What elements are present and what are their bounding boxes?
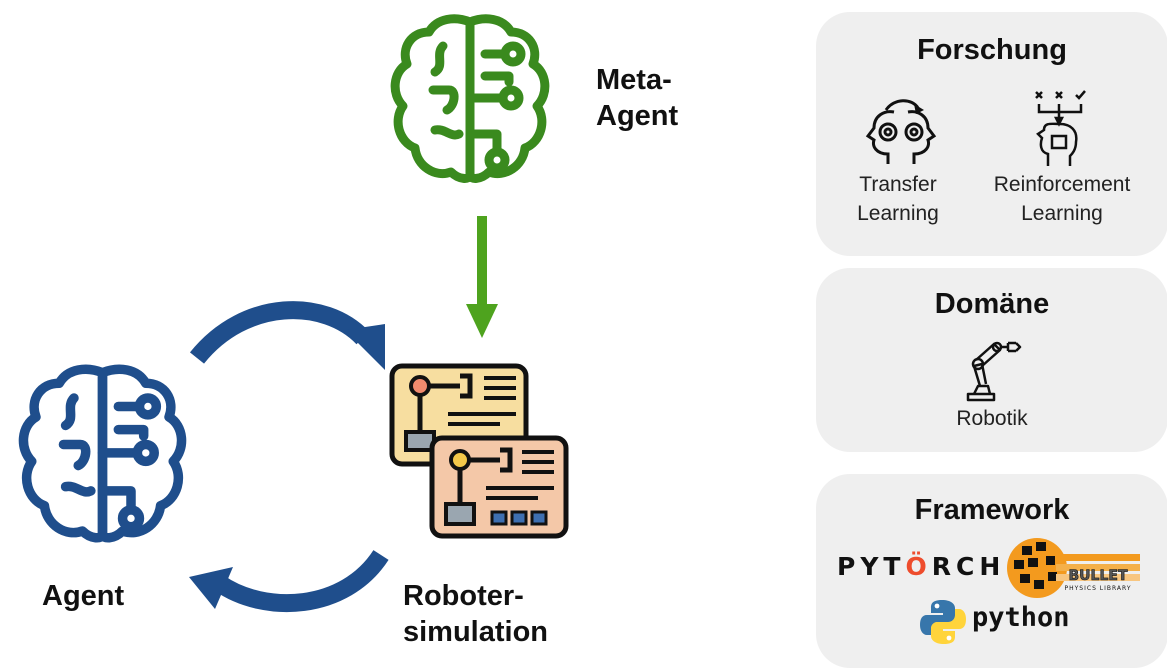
pytorch-text-part1: PYT [837, 552, 906, 581]
framework-title: Framework [914, 494, 1070, 526]
bullet-logo-subtext: PHYSICS LIBRARY [1065, 585, 1132, 592]
domaene-title: Domäne [934, 288, 1050, 320]
transfer-learning-line2: Learning [857, 202, 939, 225]
python-logo-text: python [972, 602, 1070, 633]
simulation-label: Roboter- simulation [403, 578, 548, 650]
reinforcement-learning-line2: Learning [1021, 202, 1103, 225]
robot-simulation-icon [389, 363, 569, 539]
simulation-label-line1: Roboter- [403, 580, 524, 612]
transfer-learning-icon [865, 99, 937, 164]
meta-agent-label-line2: Agent [596, 100, 679, 132]
agent-label: Agent [42, 580, 125, 612]
pytorch-flame-icon: Ö [905, 552, 932, 581]
bullet-logo-icon: BULLET PHYSICS LIBRARY [1007, 538, 1140, 598]
robotik-label: Robotik [956, 407, 1028, 430]
meta-to-simulation-arrow [466, 216, 498, 338]
robot-arm-icon [966, 341, 1022, 402]
domaene-panel: Domäne Robotik [816, 268, 1167, 452]
forschung-title: Forschung [917, 34, 1067, 66]
pytorch-text-part2: RCH [931, 552, 1006, 581]
agent-brain-icon [18, 364, 187, 543]
agent-to-simulation-arrow [189, 301, 385, 370]
transfer-learning-label: Transfer Learning [838, 170, 958, 228]
bullet-logo-text: BULLET [1069, 568, 1128, 584]
reinforcement-learning-line1: Reinforcement [993, 173, 1131, 196]
forschung-panel: Forschung Transfer Learning Reinforcemen… [816, 12, 1167, 256]
reinforcement-learning-icon [1035, 90, 1086, 166]
pytorch-logo: PYTÖRCH [837, 552, 1005, 581]
simulation-to-agent-arrow [189, 549, 389, 613]
transfer-learning-line1: Transfer [859, 173, 937, 196]
meta-agent-brain-icon [390, 14, 550, 183]
framework-panel: Framework PYTÖRCH BULLET PHYSICS LIBRARY… [816, 474, 1167, 668]
meta-agent-label-line1: Meta- [596, 64, 672, 96]
reinforcement-learning-label: Reinforcement Learning [976, 170, 1148, 228]
simulation-label-line2: simulation [403, 616, 549, 648]
python-logo-icon [920, 600, 966, 644]
meta-agent-label: Meta- Agent [596, 62, 678, 134]
